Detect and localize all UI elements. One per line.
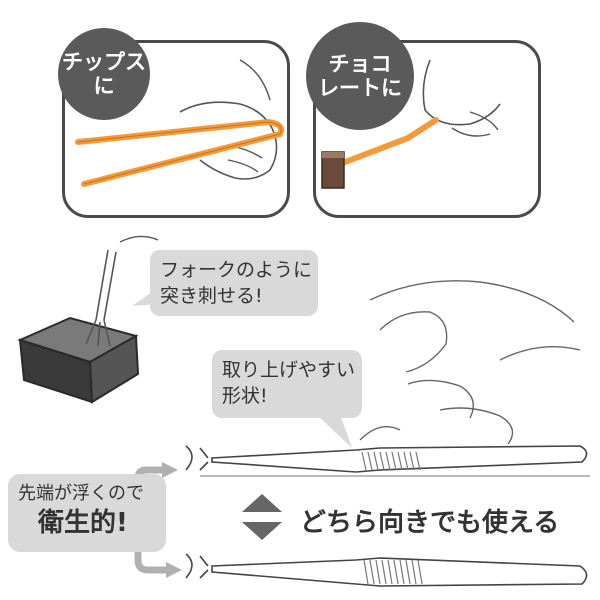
chips-label-line1: チップス xyxy=(62,49,146,74)
grip-callout: 取り上げやすい 形状! xyxy=(212,350,362,418)
reversible-label: どちら向きでも使える xyxy=(300,508,560,538)
chocolate-label-badge: チョコ レートに xyxy=(306,22,414,130)
grip-callout-line1: 取り上げやすい xyxy=(222,359,356,381)
chips-label-badge: チップス に xyxy=(58,28,150,120)
hygiene-callout-line1: 先端が浮くので xyxy=(18,483,144,504)
fork-callout-line1: フォークのように xyxy=(160,259,313,281)
fork-callout-line2: 突き刺せる! xyxy=(160,284,263,307)
chips-label-line2: に xyxy=(93,74,115,98)
chocolate-label-line2: レートに xyxy=(318,76,402,100)
grip-callout-line2: 形状! xyxy=(222,384,268,407)
fork-callout: フォークのように 突き刺せる! xyxy=(150,250,318,316)
hygiene-callout-line2: 衛生的! xyxy=(38,508,128,539)
chocolate-label-line1: チョコ xyxy=(328,51,392,76)
hygiene-callout: 先端が浮くので 衛生的! xyxy=(8,474,166,552)
